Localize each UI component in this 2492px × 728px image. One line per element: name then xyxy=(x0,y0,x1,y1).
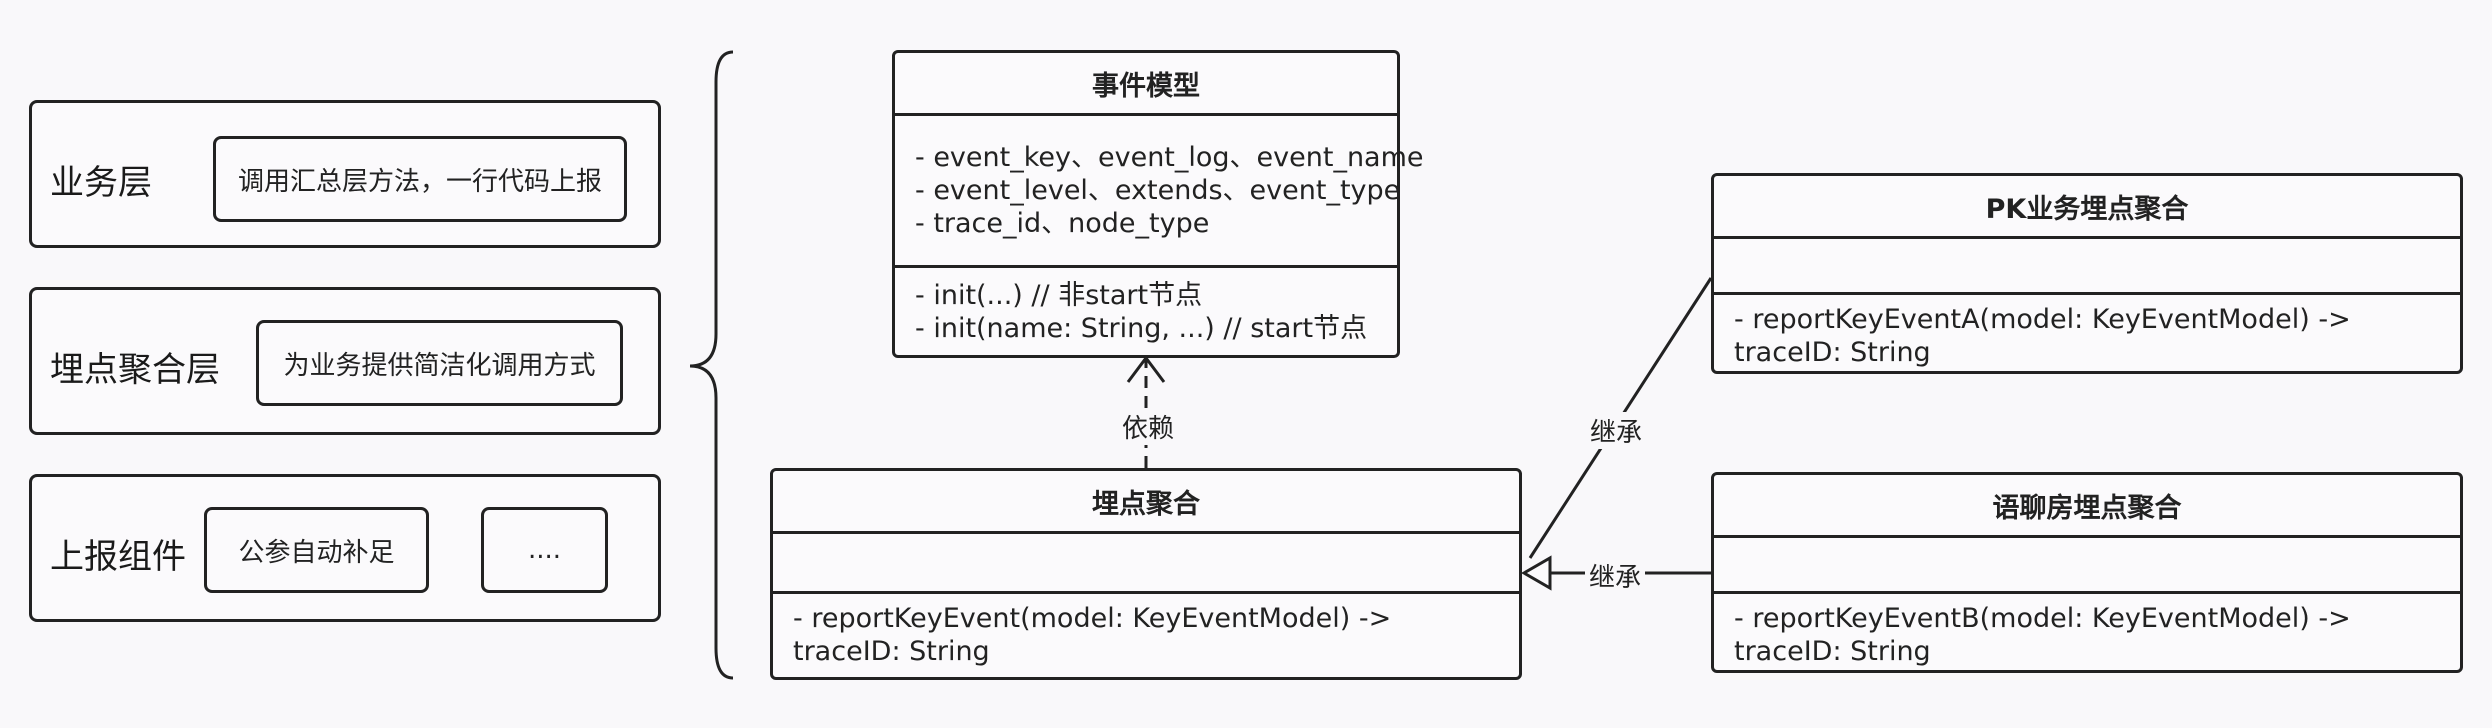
tracking-aggregate-methods: - reportKeyEvent(model: KeyEventModel) -… xyxy=(773,591,1519,677)
pk-aggregate-methods: - reportKeyEventA(model: KeyEventModel) … xyxy=(1714,292,2460,371)
event-model-method: - init(name: String, ...) // start节点 xyxy=(915,313,1368,344)
tracking-aggregate-attributes xyxy=(773,531,1519,591)
grouping-brace xyxy=(689,50,734,680)
inheritance-label-pk: 继承 xyxy=(1586,412,1647,449)
chatroom-aggregate-class: 语聊房埋点聚合 - reportKeyEventB(model: KeyEven… xyxy=(1711,472,2463,673)
pk-aggregate-class: PK业务埋点聚合 - reportKeyEventA(model: KeyEve… xyxy=(1711,173,2463,374)
tracking-aggregate-title: 埋点聚合 xyxy=(1092,488,1200,520)
event-model-methods: - init(...) // 非start节点 - init(name: Str… xyxy=(895,265,1397,355)
inheritance-label-chatroom: 继承 xyxy=(1585,557,1646,594)
chatroom-aggregate-method: - reportKeyEventB(model: KeyEventModel) … xyxy=(1734,603,2351,667)
dependency-arrowhead xyxy=(1126,355,1166,383)
chatroom-aggregate-title: 语聊房埋点聚合 xyxy=(1992,492,2182,524)
aggregation-layer-item: 为业务提供简洁化调用方式 xyxy=(256,320,623,406)
pk-aggregate-title: PK业务埋点聚合 xyxy=(1985,193,2189,225)
reporting-layer-label: 上报组件 xyxy=(50,537,186,577)
business-layer: 业务层 调用汇总层方法，一行代码上报 xyxy=(29,100,661,248)
dependency-label: 依赖 xyxy=(1118,408,1179,445)
pk-aggregate-attributes xyxy=(1714,236,2460,292)
aggregation-layer: 埋点聚合层 为业务提供简洁化调用方式 xyxy=(29,287,661,435)
reporting-layer-item-common-params: 公参自动补足 xyxy=(204,507,429,593)
event-model-title: 事件模型 xyxy=(1092,70,1200,102)
event-model-attribute: - event_key、event_log、event_name xyxy=(915,142,1424,173)
business-layer-label: 业务层 xyxy=(50,163,152,203)
event-model-method: - init(...) // 非start节点 xyxy=(915,280,1203,311)
event-model-attributes: - event_key、event_log、event_name - event… xyxy=(895,113,1424,265)
tracking-aggregate-method: - reportKeyEvent(model: KeyEventModel) -… xyxy=(793,603,1392,667)
reporting-layer-item-more: .... xyxy=(481,507,608,593)
aggregation-layer-label: 埋点聚合层 xyxy=(50,350,220,390)
event-model-attribute: - trace_id、node_type xyxy=(915,208,1210,239)
chatroom-aggregate-attributes xyxy=(1714,535,2460,591)
tracking-aggregate-class: 埋点聚合 - reportKeyEvent(model: KeyEventMod… xyxy=(770,468,1522,680)
event-model-attribute: - event_level、extends、event_type xyxy=(915,175,1401,206)
reporting-layer: 上报组件 公参自动补足 .... xyxy=(29,474,661,622)
inheritance-arrowhead xyxy=(1520,555,1552,591)
chatroom-aggregate-methods: - reportKeyEventB(model: KeyEventModel) … xyxy=(1714,591,2460,670)
event-model-class: 事件模型 - event_key、event_log、event_name - … xyxy=(892,50,1424,358)
pk-aggregate-method: - reportKeyEventA(model: KeyEventModel) … xyxy=(1734,304,2351,368)
business-layer-item: 调用汇总层方法，一行代码上报 xyxy=(213,136,627,222)
